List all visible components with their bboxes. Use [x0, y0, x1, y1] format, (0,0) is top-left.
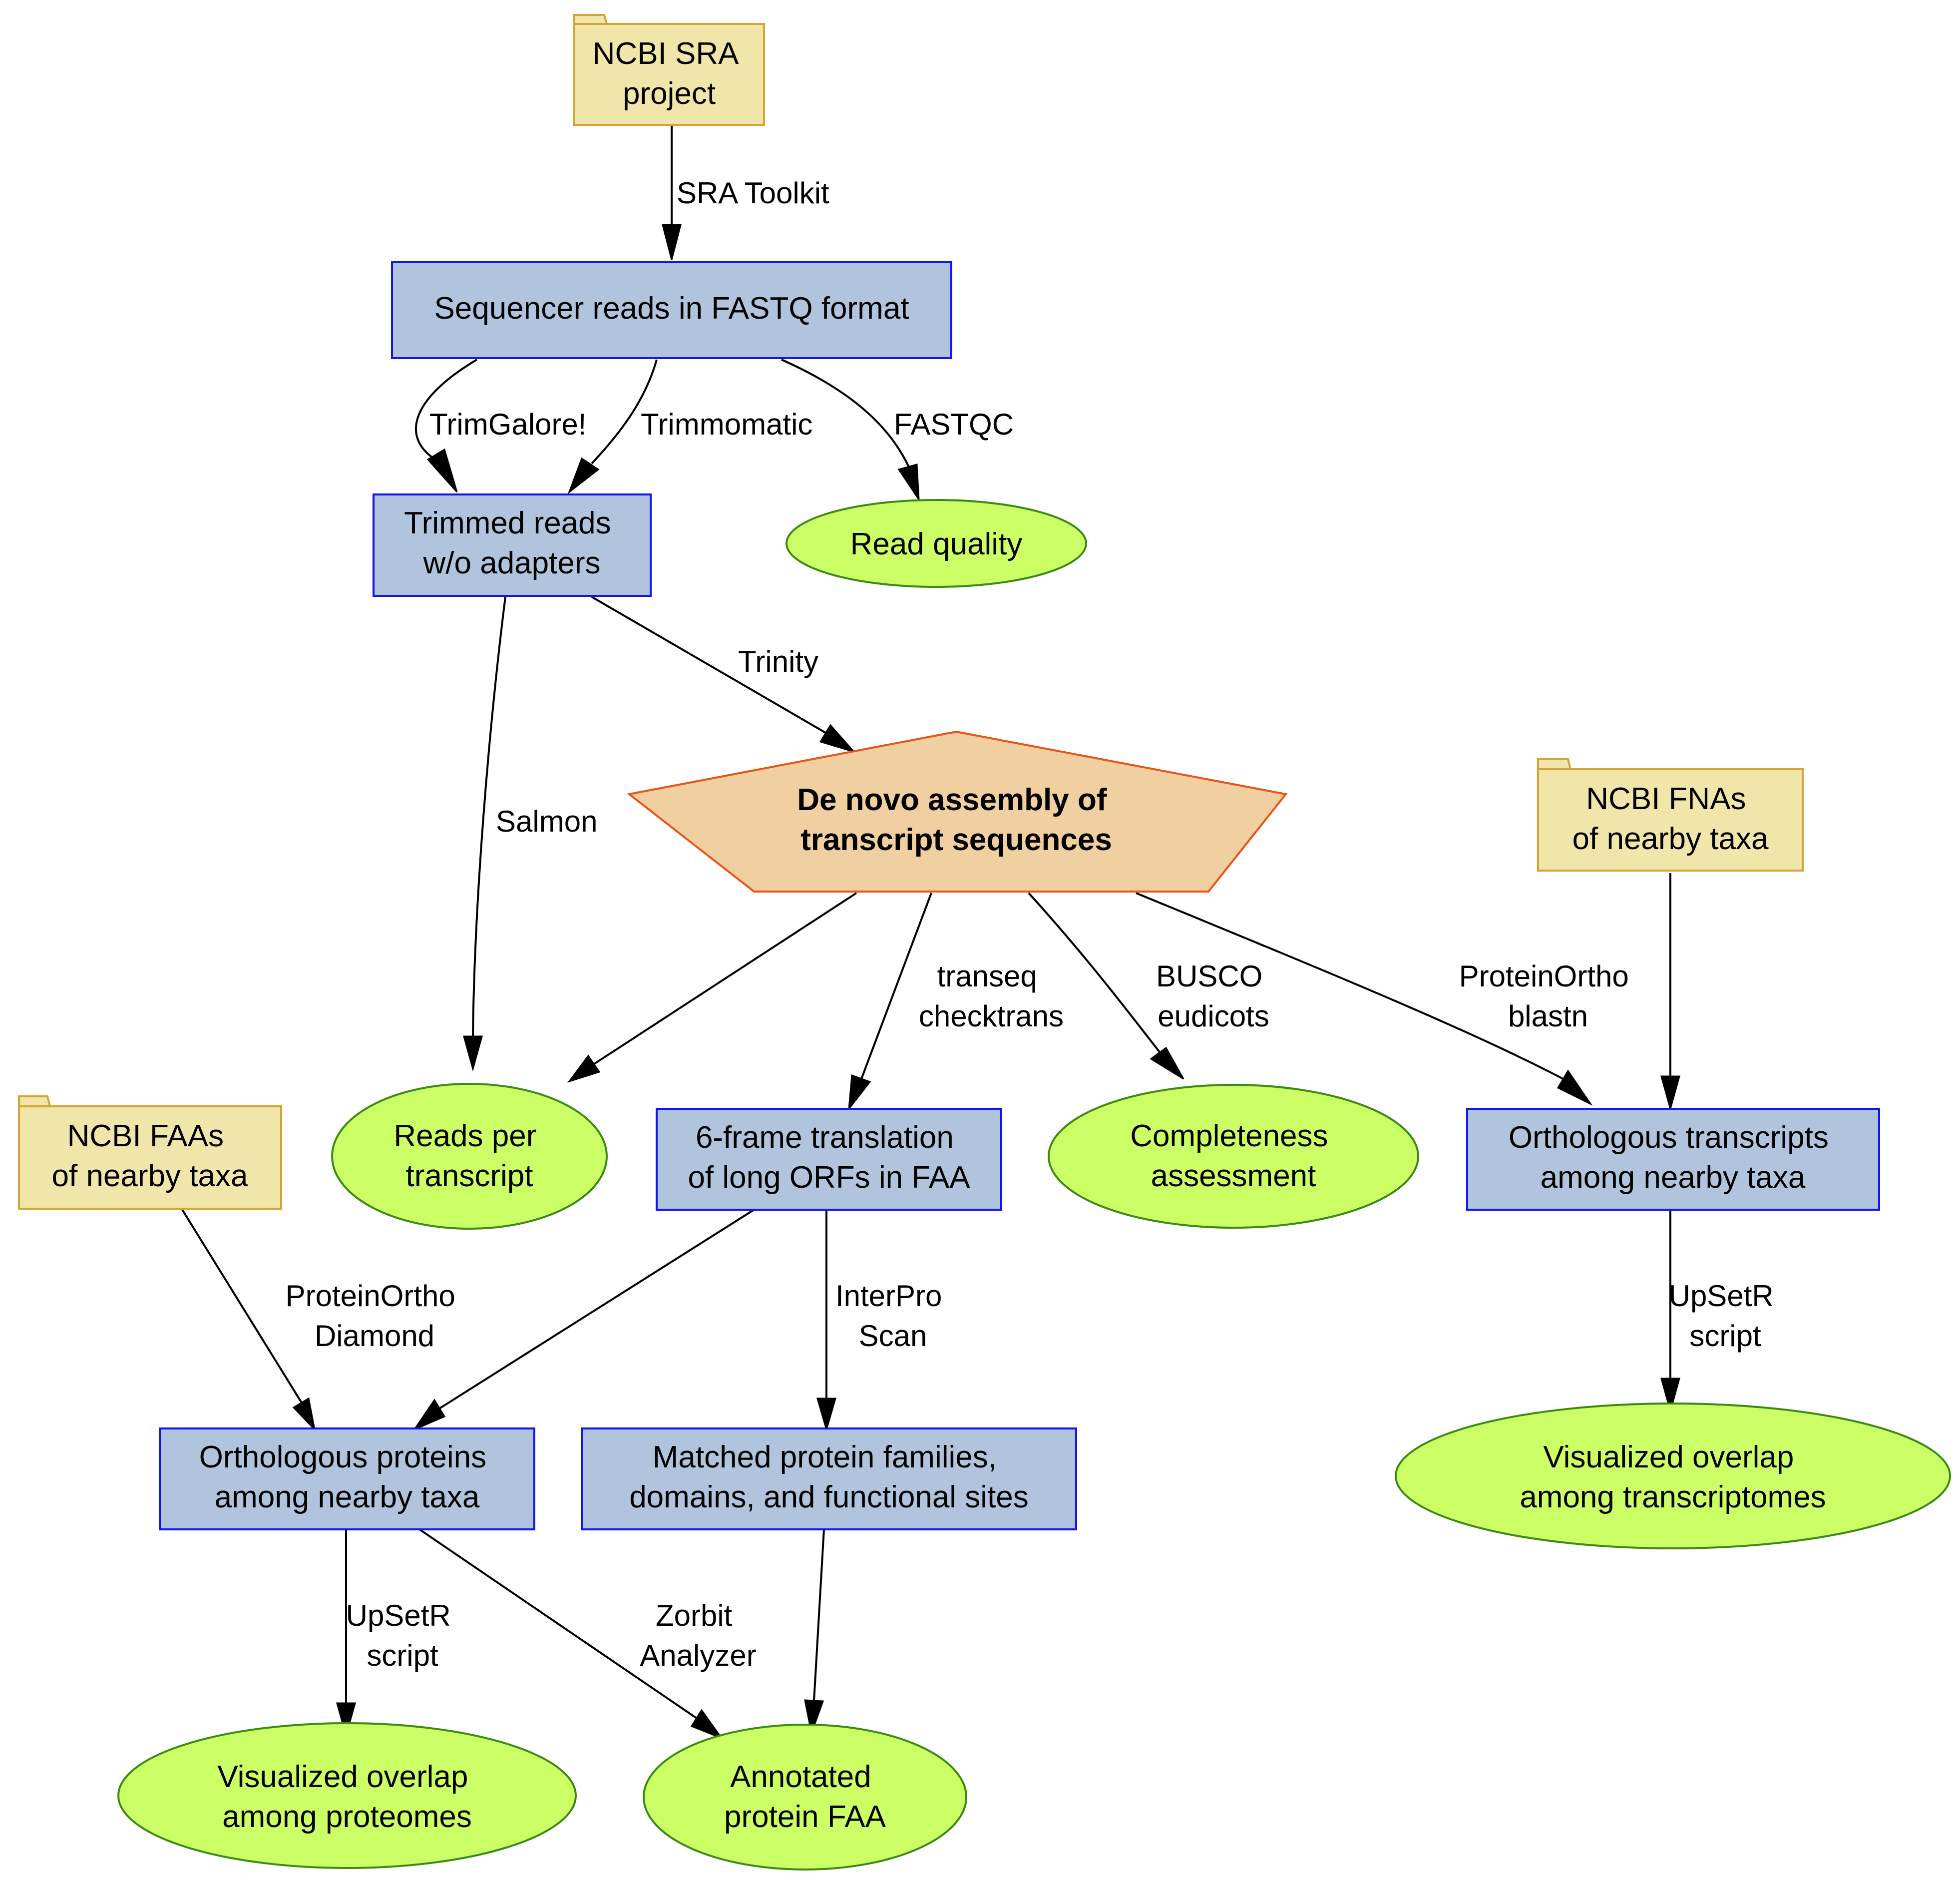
edge-sixframe-to-orthoproteins: [412, 1209, 755, 1431]
edge-label-trimmomatic: Trimmomatic: [641, 408, 812, 441]
edge-orthoproteins-to-visproteomes: [336, 1529, 356, 1739]
edge-trimmed-to-denovo-trinity: [591, 596, 856, 753]
edge-label-proteinortho-blastn: ProteinOrtho blastn: [1459, 959, 1637, 1033]
svg-text:Trimmed reads w/o adap: Trimmed reads w/o adapters: [404, 506, 620, 580]
edge-orthoproteins-to-annotated: [418, 1528, 724, 1740]
svg-text:Completeness assessmen: Completeness assessment: [1130, 1119, 1337, 1193]
edge-label-interproscan: InterPro Scan: [835, 1279, 950, 1353]
folder-node-ncbi-fnas: NCBI FNAs of nearby taxa: [1537, 758, 1804, 872]
edge-label-transeq: transeq checktrans: [919, 959, 1064, 1033]
edge-fastq-to-trimmed-trimgalore: [415, 359, 478, 492]
box-node-ortho-transcripts: Orthologous transcripts among nearby tax…: [1466, 1108, 1880, 1211]
box-node-six-frame-translation: 6-frame translation of long ORFs in FAA: [656, 1108, 1002, 1211]
nodes: NCBI SRA project Sequencer reads in FAST…: [18, 14, 1951, 1871]
svg-text:De novo assembly of tr: De novo assembly of transcript sequences: [797, 783, 1115, 857]
svg-text:Reads per transcript: Reads per transcript: [393, 1119, 545, 1193]
svg-text:Visualized overlap amo: Visualized overlap among proteomes: [217, 1760, 476, 1834]
edge-denovo-to-reads: [567, 892, 857, 1083]
svg-text:Matched protein families,: Matched protein families, domains, and f…: [629, 1440, 1029, 1514]
box-node-ortho-proteins: Orthologous proteins among nearby taxa: [159, 1427, 535, 1530]
svg-text:Annotated protein FAA: Annotated protein FAA: [724, 1760, 886, 1834]
ellipse-node-annotated-faa: Annotated protein FAA: [643, 1724, 967, 1871]
edge-denovo-to-orthotranscripts: [1136, 892, 1593, 1106]
edge-sra-to-fastq: [662, 125, 682, 260]
svg-text:Sequencer reads in FASTQ forma: Sequencer reads in FASTQ format: [434, 291, 909, 326]
ellipse-node-read-quality: Read quality: [785, 499, 1087, 588]
svg-text:6-frame translation of: 6-frame translation of long ORFs in FAA: [688, 1120, 970, 1195]
box-node-matched-families: Matched protein families, domains, and f…: [581, 1427, 1077, 1530]
edge-label-trinity: Trinity: [738, 645, 818, 678]
edge-orthotranscripts-to-vistranscriptomes: [1660, 1210, 1680, 1414]
edge-faas-to-orthoproteins: [181, 1209, 316, 1432]
edge-label-upsetr-proteins: UpSetR script: [346, 1599, 459, 1672]
ellipse-node-vis-transcriptomes: Visualized overlap among transcriptomes: [1395, 1403, 1951, 1549]
svg-text:Orthologous proteins a: Orthologous proteins among nearby taxa: [199, 1440, 495, 1514]
edges: [181, 125, 1680, 1740]
edge-label-upsetr-transcripts: UpSetR script: [1669, 1279, 1782, 1353]
edge-label-salmon: Salmon: [496, 805, 597, 838]
edge-fastq-to-trimmed-trimmomatic: [567, 359, 658, 494]
folder-node-ncbi-faas: NCBI FAAs of nearby taxa: [18, 1095, 282, 1210]
box-node-trimmed-reads: Trimmed reads w/o adapters: [373, 493, 652, 597]
edge-denovo-to-completeness: [1028, 892, 1184, 1080]
edge-label-trimgalore: TrimGalore!: [429, 408, 586, 441]
svg-text:Orthologous transcripts: Orthologous transcripts among nearby tax…: [1509, 1120, 1837, 1195]
edge-label-zorbit: Zorbit Analyzer: [640, 1599, 756, 1672]
edge-label-sra-toolkit: SRA Toolkit: [677, 176, 829, 210]
ellipse-node-reads-per-transcript: Reads per transcript: [331, 1083, 608, 1230]
pentagon-node-de-novo-assembly: De novo assembly of transcript sequences: [627, 730, 1288, 893]
edge-sixframe-to-matched: [816, 1210, 836, 1432]
edge-fastq-to-readquality-fastqc: [781, 359, 920, 502]
svg-text:NCBI FAAs of nearby ta: NCBI FAAs of nearby taxa: [52, 1119, 248, 1193]
edge-denovo-to-sixframe: [848, 893, 932, 1111]
edge-fnas-to-orthotranscripts: [1660, 873, 1680, 1112]
svg-text:NCBI SRA project: NCBI SRA project: [593, 36, 746, 111]
edge-trimmed-to-reads-salmon: [463, 596, 506, 1072]
svg-text:Visualized overlap amo: Visualized overlap among transcriptomes: [1520, 1440, 1826, 1514]
ellipse-node-completeness: Completeness assessment: [1048, 1084, 1419, 1229]
svg-text:Read quality: Read quality: [850, 527, 1023, 561]
ellipse-node-vis-proteomes: Visualized overlap among proteomes: [117, 1722, 577, 1869]
folder-node-sra-project: NCBI SRA project: [573, 14, 765, 126]
edge-label-proteinortho-diamond: ProteinOrtho Diamond: [286, 1279, 464, 1353]
edge-label-busco: BUSCO eudicots: [1156, 959, 1271, 1033]
box-node-fastq-reads: Sequencer reads in FASTQ format: [391, 261, 952, 359]
edge-label-fastqc: FASTQC: [894, 408, 1014, 441]
edge-matched-to-annotated: [804, 1529, 825, 1736]
svg-text:NCBI FNAs of nearby ta: NCBI FNAs of nearby taxa: [1572, 782, 1769, 856]
edge-labels: SRA Toolkit TrimGalore! Trimmomatic FAST…: [286, 176, 1782, 1672]
